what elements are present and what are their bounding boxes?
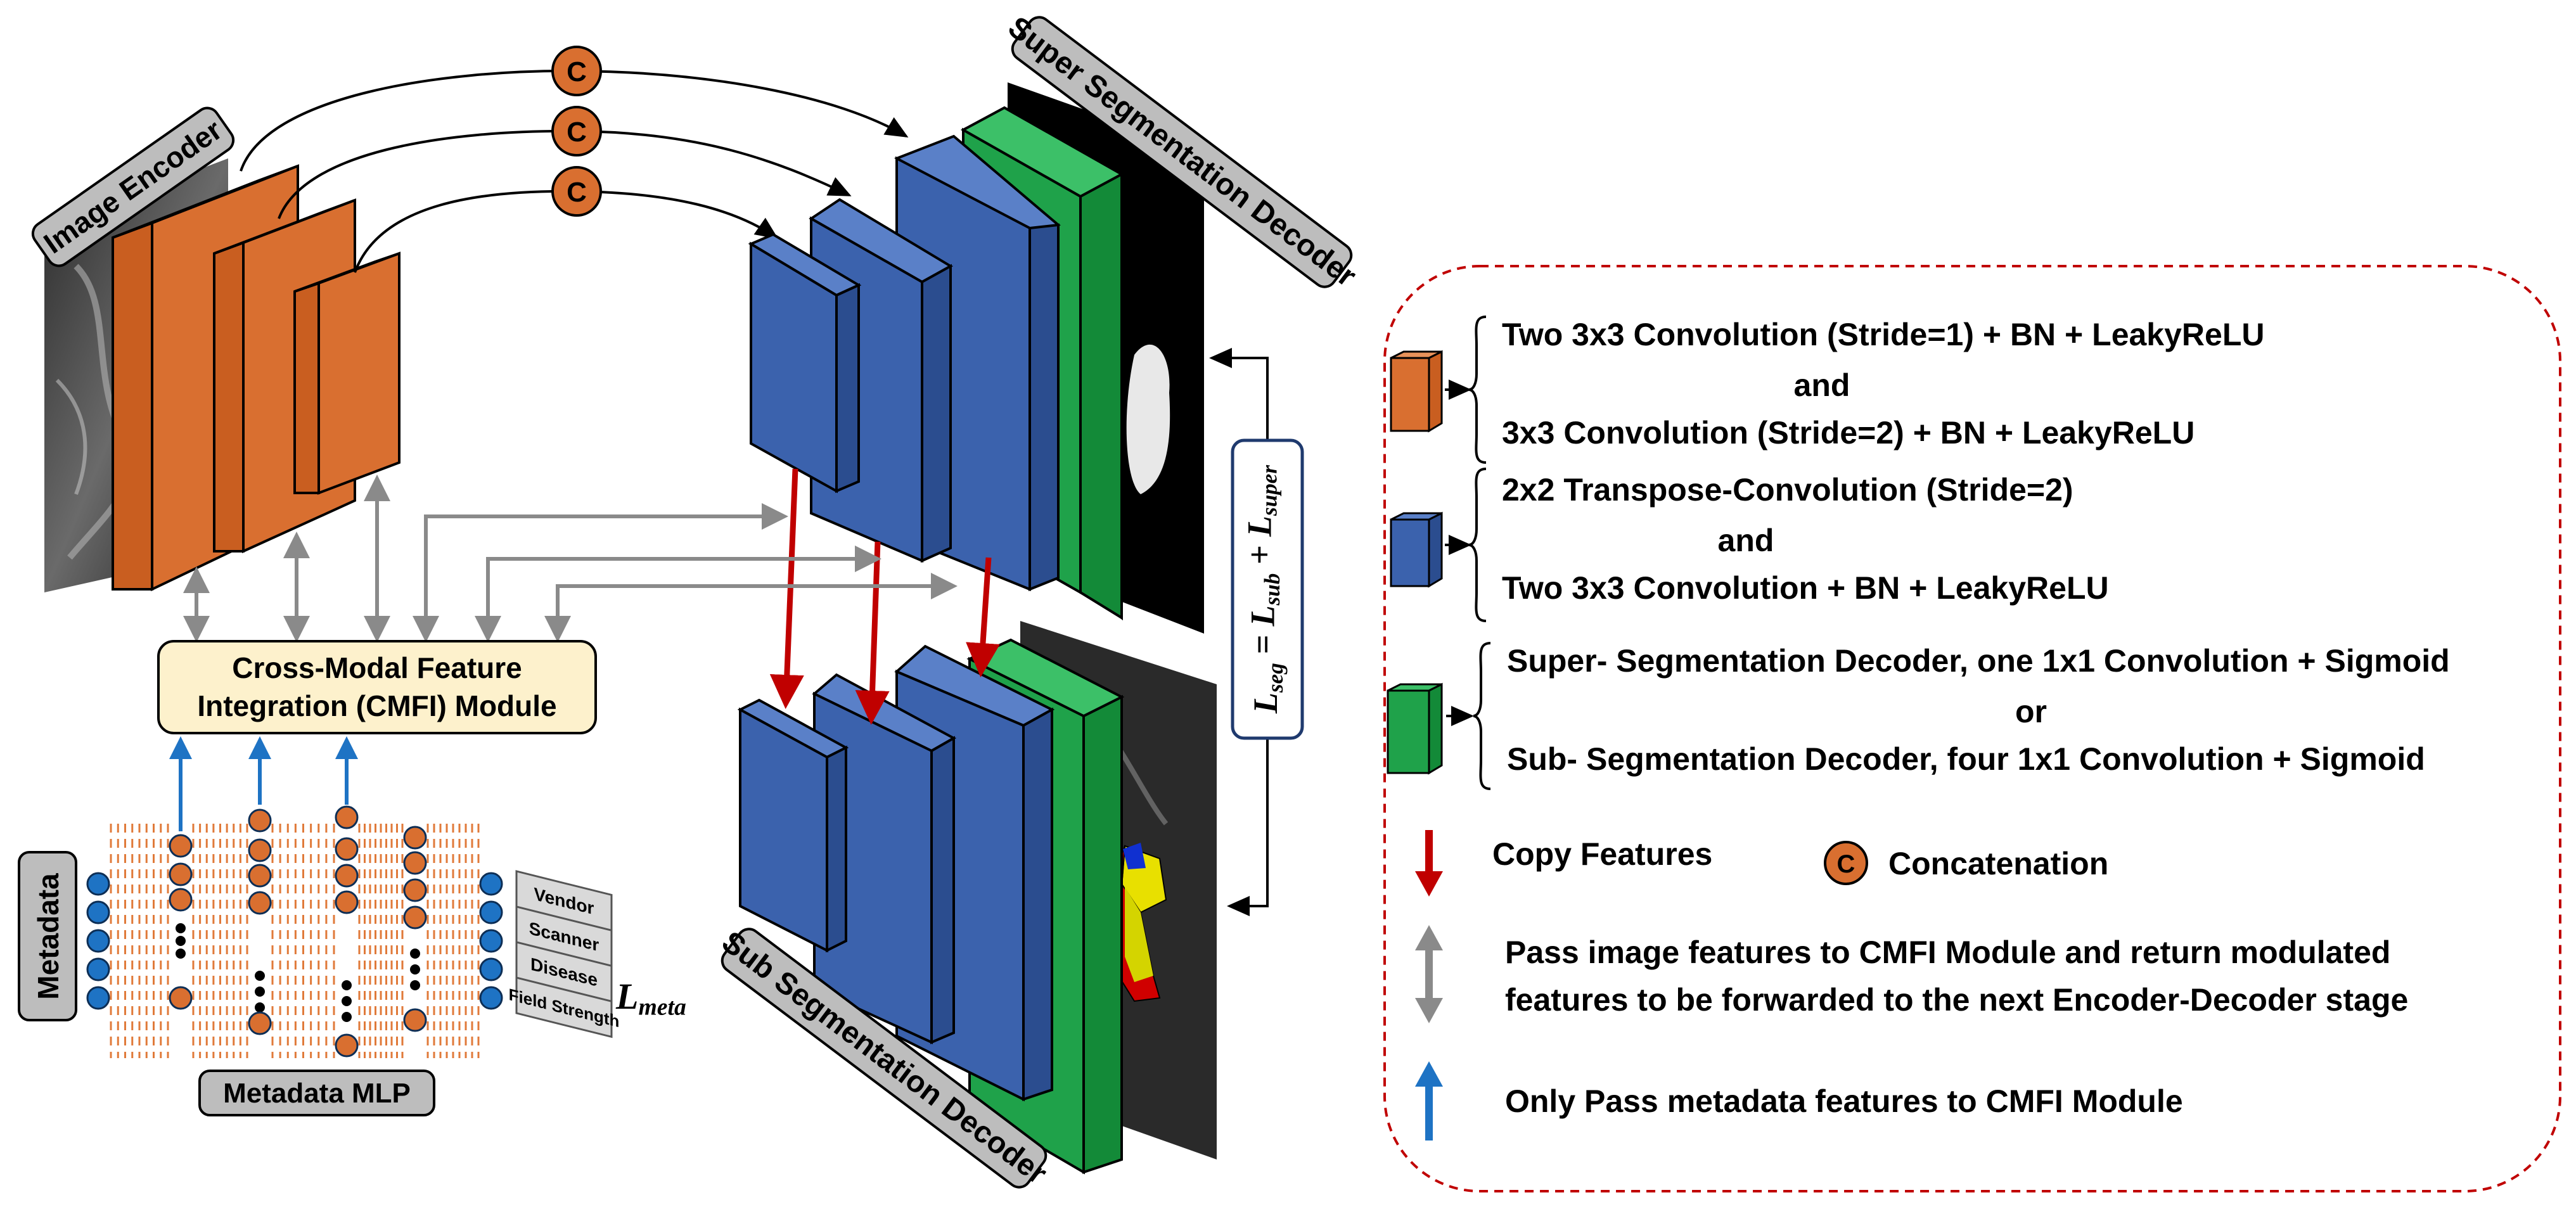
concat-icon: C bbox=[551, 166, 602, 217]
legend-green-or: or bbox=[2015, 694, 2047, 729]
mlp-node bbox=[335, 864, 359, 888]
legend-blue-arrow bbox=[1415, 1061, 1443, 1141]
mlp-ellipsis-dot bbox=[176, 949, 186, 959]
mlp-node bbox=[248, 808, 272, 833]
mlp-node bbox=[479, 929, 503, 953]
mlp-node bbox=[403, 1008, 427, 1032]
legend-copy-arrow bbox=[1415, 830, 1443, 897]
mlp-node bbox=[479, 900, 503, 924]
mlp-node bbox=[86, 986, 110, 1010]
mlp-node bbox=[403, 905, 427, 930]
legend: Two 3x3 Convolution (Stride=1) + BN + Le… bbox=[1383, 265, 2561, 1192]
legend-orange-line2: 3x3 Convolution (Stride=2) + BN + LeakyR… bbox=[1502, 415, 2195, 450]
svg-text:C: C bbox=[567, 117, 587, 148]
mlp-node bbox=[169, 834, 193, 858]
legend-concat-icon: C bbox=[1824, 841, 1868, 885]
mlp-node bbox=[86, 929, 110, 953]
metadata-output-labels: Vendor Scanner Disease Field Strength bbox=[509, 870, 619, 1038]
metadata-mlp bbox=[86, 805, 503, 1058]
legend-gray-arrow bbox=[1415, 925, 1443, 1023]
mlp-ellipsis-dot bbox=[255, 987, 265, 997]
legend-blue-arrow-text: Only Pass metadata features to CMFI Modu… bbox=[1505, 1083, 2183, 1119]
svg-text:C: C bbox=[567, 177, 587, 208]
mlp-node bbox=[335, 1033, 359, 1057]
super-decoder-block-1 bbox=[748, 233, 862, 494]
legend-concatenation: Concatenation bbox=[1888, 846, 2108, 881]
encoder-block-3 bbox=[293, 252, 400, 495]
segmentation-loss: Lseg​ = Lsub​ + Lsuper​ bbox=[1209, 348, 1304, 916]
legend-blue-line1: 2x2 Transpose-Convolution (Stride=2) bbox=[1502, 472, 2073, 508]
svg-text:C: C bbox=[567, 56, 587, 87]
mlp-node bbox=[479, 957, 503, 981]
mlp-ellipsis-dot bbox=[342, 980, 352, 990]
legend-green-block bbox=[1387, 642, 1491, 790]
mlp-node bbox=[248, 1011, 272, 1035]
mlp-nodes bbox=[86, 805, 503, 1057]
mlp-node bbox=[335, 837, 359, 861]
svg-text:Cross-Modal Feature: Cross-Modal Feature bbox=[232, 651, 522, 684]
mlp-ellipsis-dot bbox=[342, 996, 352, 1006]
mlp-ellipsis-dot bbox=[255, 1002, 265, 1013]
mlp-node bbox=[86, 872, 110, 896]
cmfi-feature-arrows bbox=[183, 475, 958, 642]
mlp-node bbox=[335, 890, 359, 914]
mlp-node bbox=[86, 957, 110, 981]
legend-copy-features: Copy Features bbox=[1492, 836, 1712, 872]
metadata-feature-arrows bbox=[169, 736, 358, 831]
mlp-ellipsis-dot bbox=[176, 923, 186, 933]
sub-segmentation-decoder bbox=[737, 644, 1055, 1102]
mlp-node bbox=[248, 864, 272, 888]
mlp-node bbox=[86, 900, 110, 924]
cmfi-module: Cross-Modal Feature Integration (CMFI) M… bbox=[157, 640, 597, 734]
mlp-node bbox=[335, 805, 359, 829]
legend-blue-line2: Two 3x3 Convolution + BN + LeakyReLU bbox=[1502, 570, 2109, 606]
super-segmentation-decoder bbox=[748, 134, 1061, 591]
svg-text:C: C bbox=[1837, 850, 1855, 878]
svg-text:Integration (CMFI) Module: Integration (CMFI) Module bbox=[197, 689, 556, 722]
concat-nodes: C C C bbox=[551, 46, 602, 217]
mlp-node bbox=[169, 888, 193, 912]
legend-green-line1: Super- Segmentation Decoder, one 1x1 Con… bbox=[1507, 643, 2450, 679]
legend-orange-line1: Two 3x3 Convolution (Stride=1) + BN + Le… bbox=[1502, 317, 2265, 352]
mlp-ellipsis-dot bbox=[410, 949, 420, 959]
mlp-node bbox=[403, 826, 427, 850]
legend-blue-block bbox=[1390, 468, 1487, 622]
mlp-node bbox=[169, 986, 193, 1010]
mlp-node bbox=[479, 986, 503, 1010]
svg-text:Metadata: Metadata bbox=[32, 873, 65, 1000]
mlp-node bbox=[169, 862, 193, 886]
mlp-node bbox=[248, 838, 272, 862]
mlp-node bbox=[403, 878, 427, 902]
svg-text:Lseg​ = Lsub​ + Lsuper​: Lseg​ = Lsub​ + Lsuper​ bbox=[1241, 465, 1288, 714]
mlp-ellipsis-dot bbox=[342, 1012, 352, 1022]
image-encoder bbox=[112, 164, 400, 592]
legend-gray-line1: Pass image features to CMFI Module and r… bbox=[1505, 935, 2390, 970]
sub-decoder-block-1 bbox=[737, 698, 849, 953]
legend-gray-line2: features to be forwarded to the next Enc… bbox=[1505, 982, 2408, 1018]
svg-text:Metadata MLP: Metadata MLP bbox=[223, 1078, 411, 1109]
mlp-node bbox=[248, 891, 272, 915]
metadata-mlp-label: Metadata MLP bbox=[198, 1070, 435, 1116]
legend-orange-block bbox=[1390, 316, 1487, 464]
metadata-label: Metadata bbox=[18, 851, 77, 1021]
legend-blue-and: and bbox=[1718, 523, 1774, 558]
concat-icon: C bbox=[551, 46, 602, 96]
metadata-loss: Lmeta​ bbox=[615, 976, 686, 1020]
mlp-ellipsis-dot bbox=[410, 980, 420, 990]
concat-icon: C bbox=[551, 106, 602, 157]
mlp-ellipsis-dot bbox=[410, 964, 420, 974]
mlp-ellipsis-dot bbox=[255, 971, 265, 981]
mlp-connections bbox=[110, 824, 480, 1058]
mlp-node bbox=[479, 872, 503, 896]
legend-green-line2: Sub- Segmentation Decoder, four 1x1 Conv… bbox=[1507, 741, 2425, 777]
mlp-node bbox=[403, 851, 427, 875]
mlp-ellipsis-dot bbox=[176, 936, 186, 946]
legend-orange-and: and bbox=[1794, 367, 1850, 403]
